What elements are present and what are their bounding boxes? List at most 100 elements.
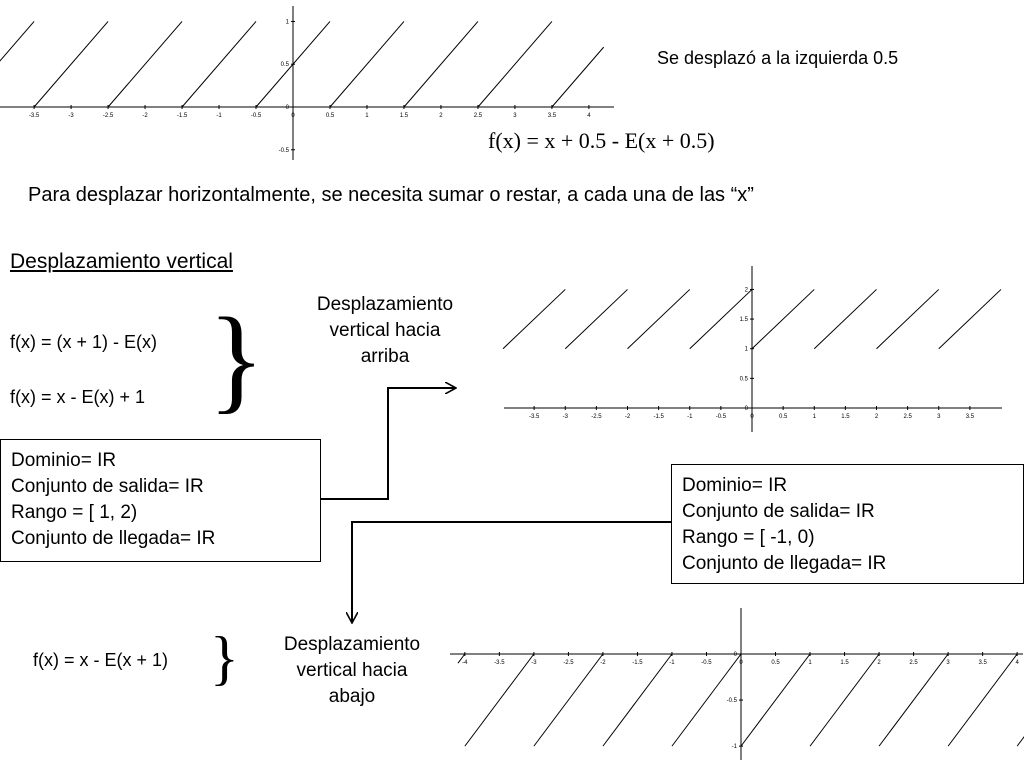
function-segment bbox=[627, 289, 691, 350]
output-set-text: Conjunto de salida= IR bbox=[11, 476, 204, 497]
y-tick-label: 0 bbox=[745, 406, 749, 412]
x-tick-label: 2 bbox=[439, 113, 443, 119]
x-tick-label: 1 bbox=[808, 660, 812, 666]
upward-label-line: arriba bbox=[360, 346, 410, 367]
shift-left-formula: f(x) = x + 0.5 - E(x + 0.5) bbox=[488, 128, 715, 153]
output-set-text: Conjunto de salida= IR bbox=[682, 501, 875, 522]
x-tick-label: 3.5 bbox=[978, 660, 987, 666]
x-tick-label: -2.5 bbox=[103, 113, 114, 119]
x-tick-label: -2 bbox=[142, 113, 148, 119]
function-segment bbox=[551, 46, 605, 108]
x-tick-label: -2 bbox=[600, 660, 606, 666]
downward-brace: } bbox=[210, 625, 239, 691]
x-tick-label: 0.5 bbox=[326, 113, 335, 119]
function-segment bbox=[689, 289, 753, 350]
x-tick-label: 2.5 bbox=[909, 660, 918, 666]
graph-shift-down: -4 -3.5 -3 -2.5 -2 -1.5 -1 -0.5 0 0.5 1 1.5 2 2.5 3 3.5… bbox=[450, 608, 1024, 760]
x-tick-label: -3 bbox=[68, 113, 74, 119]
function-segment bbox=[671, 653, 742, 747]
function-segment bbox=[457, 653, 466, 664]
y-tick-label: 0 bbox=[286, 105, 290, 111]
x-tick-label: 2 bbox=[875, 414, 879, 420]
section-title-vertical-shift: Desplazamiento vertical bbox=[10, 250, 233, 273]
function-segment bbox=[878, 653, 949, 747]
downward-shift-label: Desplazamiento vertical hacia abajo bbox=[262, 632, 442, 710]
arrow-to-upward-graph bbox=[321, 388, 455, 500]
y-tick-label: 0 bbox=[734, 652, 738, 658]
shift-left-note: Se desplazó a la izquierda 0.5 bbox=[657, 48, 899, 68]
function-segment bbox=[602, 653, 673, 747]
upward-label-line: vertical hacia bbox=[329, 320, 441, 341]
y-tick-label: -0.5 bbox=[279, 148, 290, 154]
function-segment bbox=[533, 653, 604, 747]
function-segment bbox=[938, 289, 1002, 350]
x-tick-label: -1.5 bbox=[632, 660, 643, 666]
function-segment bbox=[740, 653, 811, 747]
x-tick-label: -3.5 bbox=[29, 113, 40, 119]
x-tick-label: -3.5 bbox=[494, 660, 505, 666]
domain-text: Dominio= IR bbox=[11, 450, 117, 471]
function-segment bbox=[809, 653, 880, 747]
x-tick-label: 0.5 bbox=[771, 660, 780, 666]
y-tick-label: -0.5 bbox=[727, 698, 738, 704]
function-segment bbox=[564, 289, 628, 350]
y-tick-label: 1 bbox=[745, 347, 749, 353]
x-tick-label: -0.5 bbox=[251, 113, 262, 119]
codomain-text: Conjunto de llegada= IR bbox=[11, 528, 216, 549]
y-tick-label: 0.5 bbox=[281, 62, 290, 68]
x-tick-label: -4 bbox=[462, 660, 468, 666]
x-tick-label: 0.5 bbox=[779, 414, 788, 420]
function-segment bbox=[876, 289, 940, 350]
upward-label-line: Desplazamiento bbox=[316, 294, 454, 315]
x-tick-label: 3.5 bbox=[548, 113, 557, 119]
x-tick-label: -3 bbox=[531, 660, 537, 666]
x-tick-label: -0.5 bbox=[701, 660, 712, 666]
downward-label-line: Desplazamiento bbox=[283, 634, 421, 655]
function-segment bbox=[477, 21, 553, 108]
x-tick-label: -2.5 bbox=[563, 660, 574, 666]
function-segment bbox=[464, 653, 535, 747]
upward-brace: } bbox=[208, 293, 265, 424]
y-tick-label: -1 bbox=[732, 744, 738, 750]
function-segment bbox=[751, 289, 815, 350]
arrow-to-downward-graph bbox=[352, 521, 671, 622]
x-tick-label: 0 bbox=[750, 414, 754, 420]
function-segment bbox=[0, 21, 35, 62]
x-tick-label: 1 bbox=[813, 414, 817, 420]
x-tick-label: 3 bbox=[513, 113, 517, 119]
domain-text: Dominio= IR bbox=[682, 475, 788, 496]
x-tick-label: 3 bbox=[946, 660, 950, 666]
range-text: Rango = [ -1, 0) bbox=[682, 527, 815, 548]
x-tick-label: 3 bbox=[937, 414, 941, 420]
x-tick-label: 2.5 bbox=[903, 414, 912, 420]
y-tick-label: 1 bbox=[286, 19, 290, 25]
x-tick-label: 1.5 bbox=[840, 660, 849, 666]
x-tick-label: 3.5 bbox=[966, 414, 975, 420]
x-tick-label: 4 bbox=[1015, 660, 1019, 666]
upward-formula-2: f(x) = x - E(x) + 1 bbox=[10, 387, 146, 407]
function-segment bbox=[813, 289, 877, 350]
x-tick-label: -1 bbox=[687, 414, 693, 420]
function-segment bbox=[107, 21, 183, 108]
horizontal-shift-explanation: Para desplazar horizontalmente, se neces… bbox=[28, 184, 754, 206]
function-segment bbox=[1016, 736, 1024, 747]
x-tick-label: -2 bbox=[625, 414, 631, 420]
x-tick-label: -1.5 bbox=[177, 113, 188, 119]
x-tick-label: 4 bbox=[587, 113, 591, 119]
upward-shift-label: Desplazamiento vertical hacia arriba bbox=[292, 292, 478, 370]
function-segment bbox=[255, 21, 331, 108]
upward-info-box: Dominio= IR Conjunto de salida= IR Rango… bbox=[0, 439, 321, 562]
function-segment bbox=[33, 21, 109, 108]
x-tick-label: 2.5 bbox=[474, 113, 483, 119]
y-tick-label: 2 bbox=[745, 287, 749, 293]
y-tick-label: 0.5 bbox=[740, 376, 749, 382]
x-tick-label: 2 bbox=[877, 660, 881, 666]
range-text: Rango = [ 1, 2) bbox=[11, 502, 138, 523]
function-segment bbox=[181, 21, 257, 108]
y-tick-label: 1.5 bbox=[740, 317, 749, 323]
x-tick-label: -1.5 bbox=[653, 414, 664, 420]
downward-label-line: abajo bbox=[328, 686, 376, 707]
codomain-text: Conjunto de llegada= IR bbox=[682, 553, 887, 574]
downward-label-line: vertical hacia bbox=[296, 660, 408, 681]
